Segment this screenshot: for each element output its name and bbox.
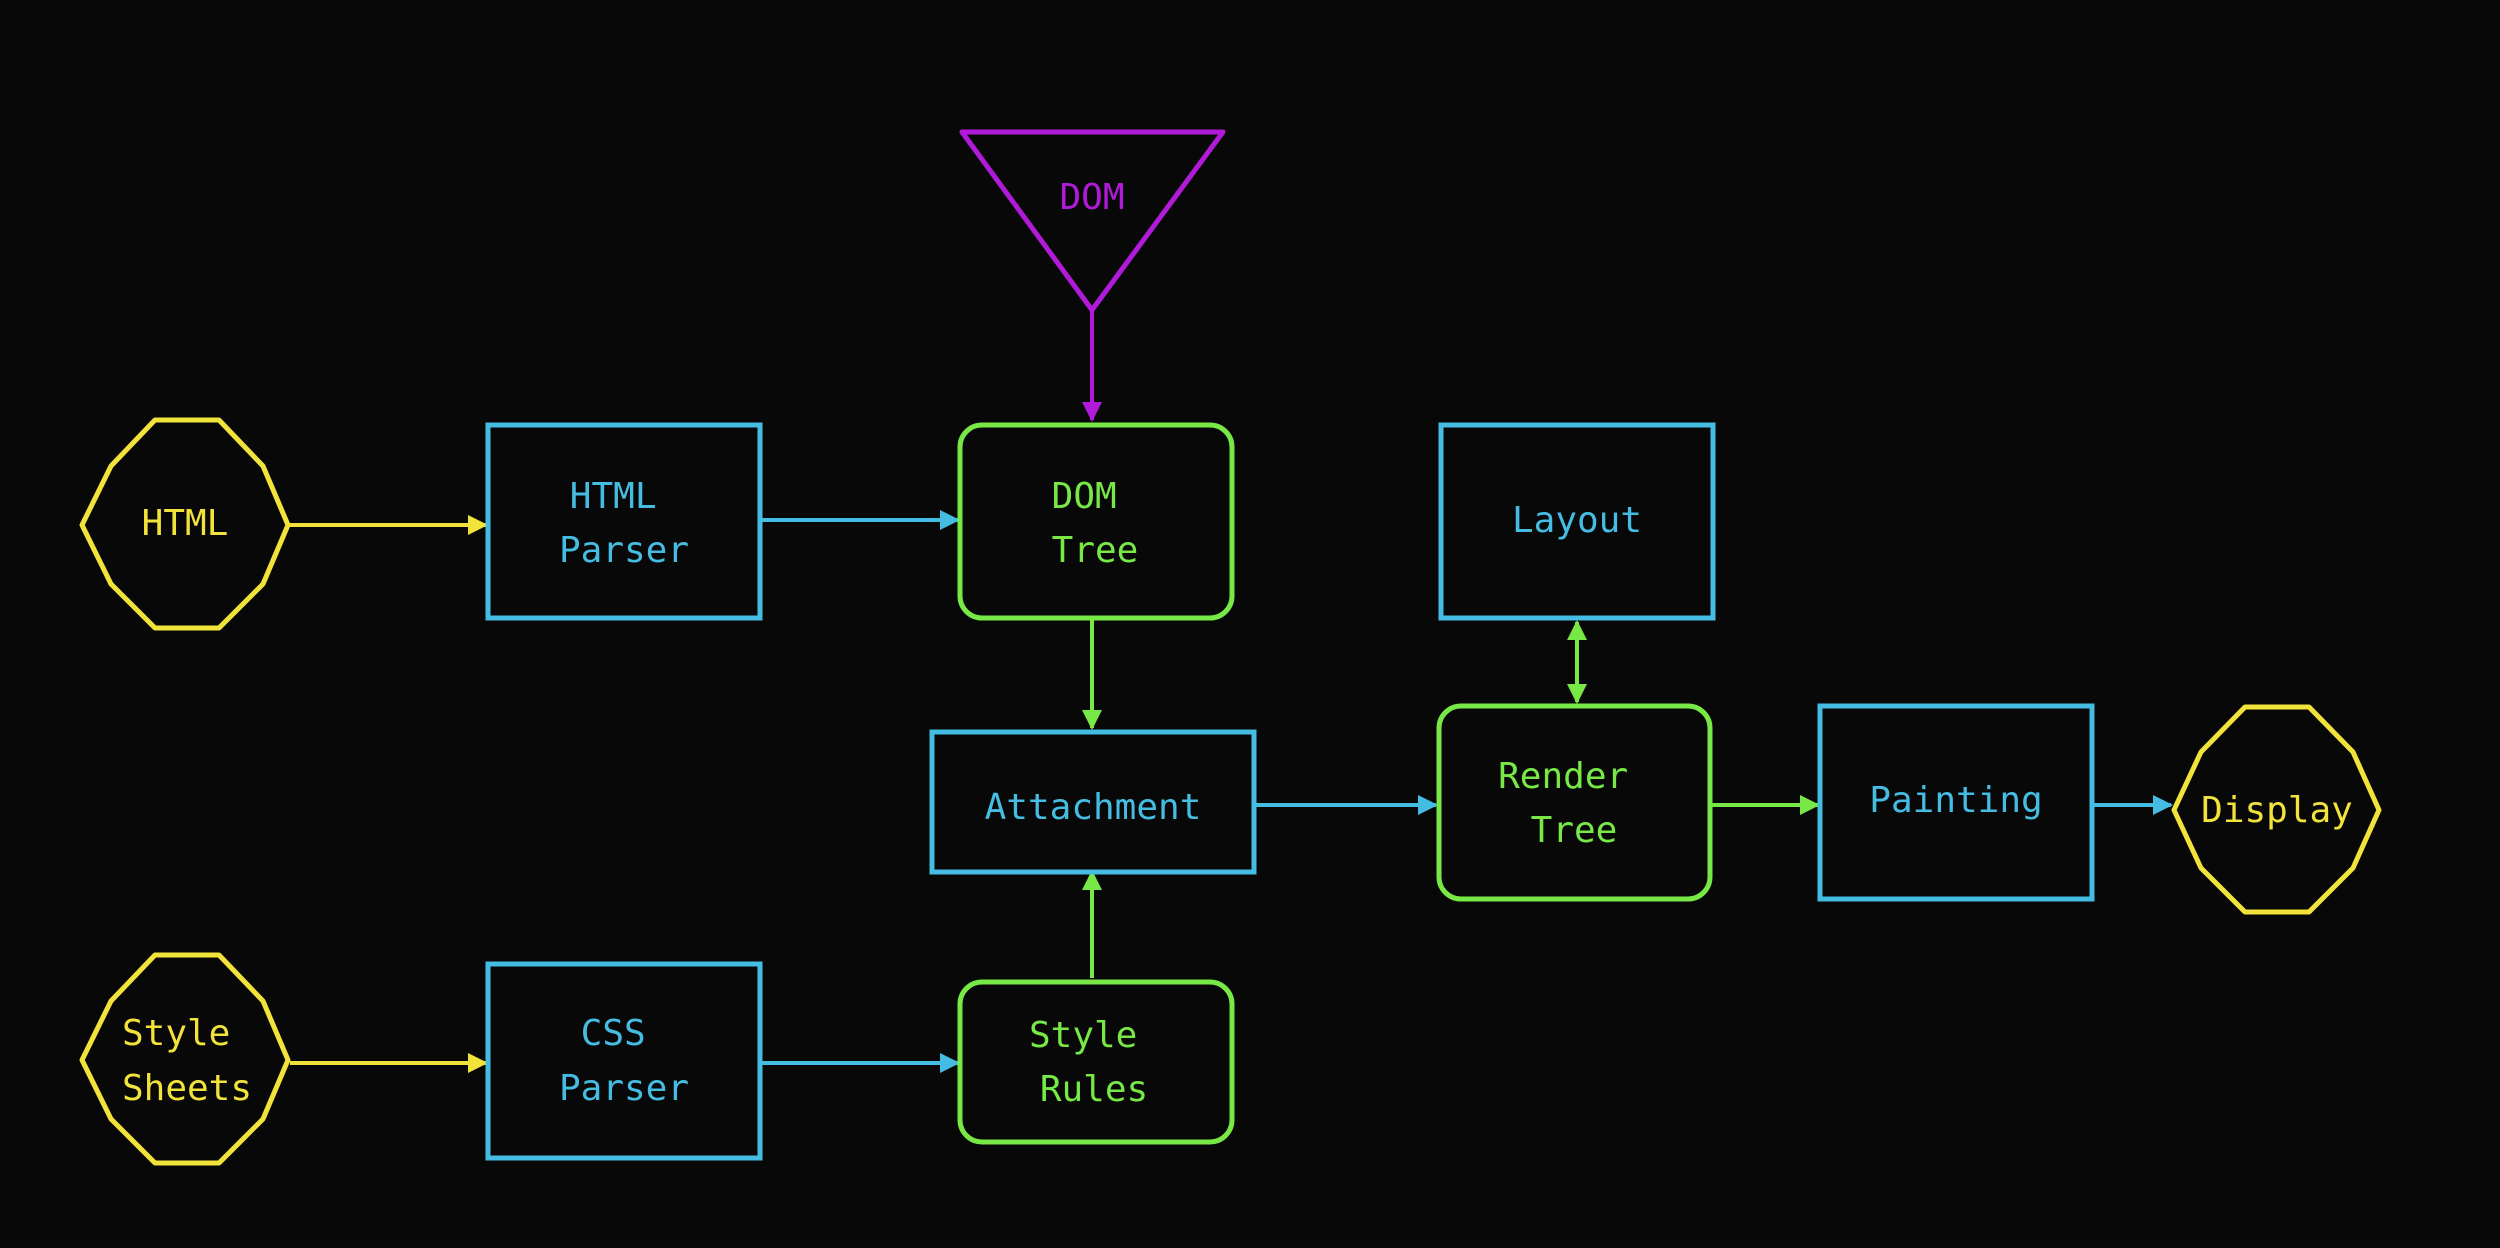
box-shape <box>1438 422 1716 621</box>
box-shape <box>929 729 1257 875</box>
node-layout: Layout <box>1438 422 1716 621</box>
rounded-box-shape <box>957 422 1235 621</box>
node-dom: DOM <box>959 129 1226 313</box>
node-css-parser: CSS Parser <box>485 961 763 1161</box>
triangle-shape <box>959 129 1226 313</box>
node-painting-line-1: Painting <box>1869 780 2042 821</box>
node-dom-tree: DOM Tree <box>957 422 1235 621</box>
node-css-parser-label: CSS Parser <box>559 1013 689 1109</box>
node-dom-tree-label: DOM Tree <box>1052 476 1139 571</box>
node-dom-tree-line-1: DOM <box>1052 476 1117 517</box>
node-css-parser-line-2: Parser <box>559 1068 689 1109</box>
node-html-source: HTML <box>79 417 291 631</box>
node-html-parser: HTML Parser <box>485 422 763 621</box>
node-dom-line-1: DOM <box>1059 177 1124 218</box>
node-style-rules-line-2: Rules <box>1040 1069 1148 1110</box>
node-display: Display <box>2171 704 2382 915</box>
octagon-shape <box>79 417 291 631</box>
rounded-box-shape <box>1436 703 1713 902</box>
octagon-shape <box>2171 704 2382 915</box>
node-style-sheets-line-1: Style <box>122 1013 230 1054</box>
node-render-tree-line-1: Render <box>1498 756 1628 797</box>
node-painting-label: Painting <box>1869 780 2042 821</box>
rounded-box-shape <box>957 979 1235 1145</box>
node-render-tree-label: Render Tree <box>1498 756 1650 851</box>
node-attachment-line-1: Attachment <box>985 787 1202 828</box>
node-display-line-1: Display <box>2201 790 2353 831</box>
node-html-parser-line-2: Parser <box>559 530 689 571</box>
node-style-sheets-label: Style Sheets <box>122 1013 252 1109</box>
node-style-rules-line-1: Style <box>1029 1015 1137 1056</box>
node-style-sheets: Style Sheets <box>79 952 291 1166</box>
box-shape <box>1817 703 2095 902</box>
node-html-parser-label: HTML Parser <box>559 476 689 571</box>
node-painting: Painting <box>1817 703 2095 902</box>
box-shape <box>485 422 763 621</box>
node-render-tree: Render Tree <box>1436 703 1713 902</box>
node-html-parser-line-1: HTML <box>570 476 657 517</box>
node-css-parser-line-1: CSS <box>581 1013 646 1054</box>
node-display-label: Display <box>2201 790 2353 831</box>
node-html-source-label: HTML <box>142 503 229 544</box>
octagon-shape <box>79 952 291 1166</box>
node-attachment: Attachment <box>929 729 1257 875</box>
node-dom-label: DOM <box>1059 177 1124 218</box>
box-shape <box>485 961 763 1161</box>
node-style-sheets-line-2: Sheets <box>122 1068 252 1109</box>
node-dom-tree-line-2: Tree <box>1052 530 1139 571</box>
node-layout-label: Layout <box>1512 500 1642 541</box>
node-render-tree-line-2: Tree <box>1531 810 1618 851</box>
node-layout-line-1: Layout <box>1512 500 1642 541</box>
node-attachment-label: Attachment <box>985 787 1202 828</box>
node-html-source-line-1: HTML <box>142 503 229 544</box>
node-style-rules-label: Style Rules <box>1029 1015 1159 1110</box>
node-style-rules: Style Rules <box>957 979 1235 1145</box>
